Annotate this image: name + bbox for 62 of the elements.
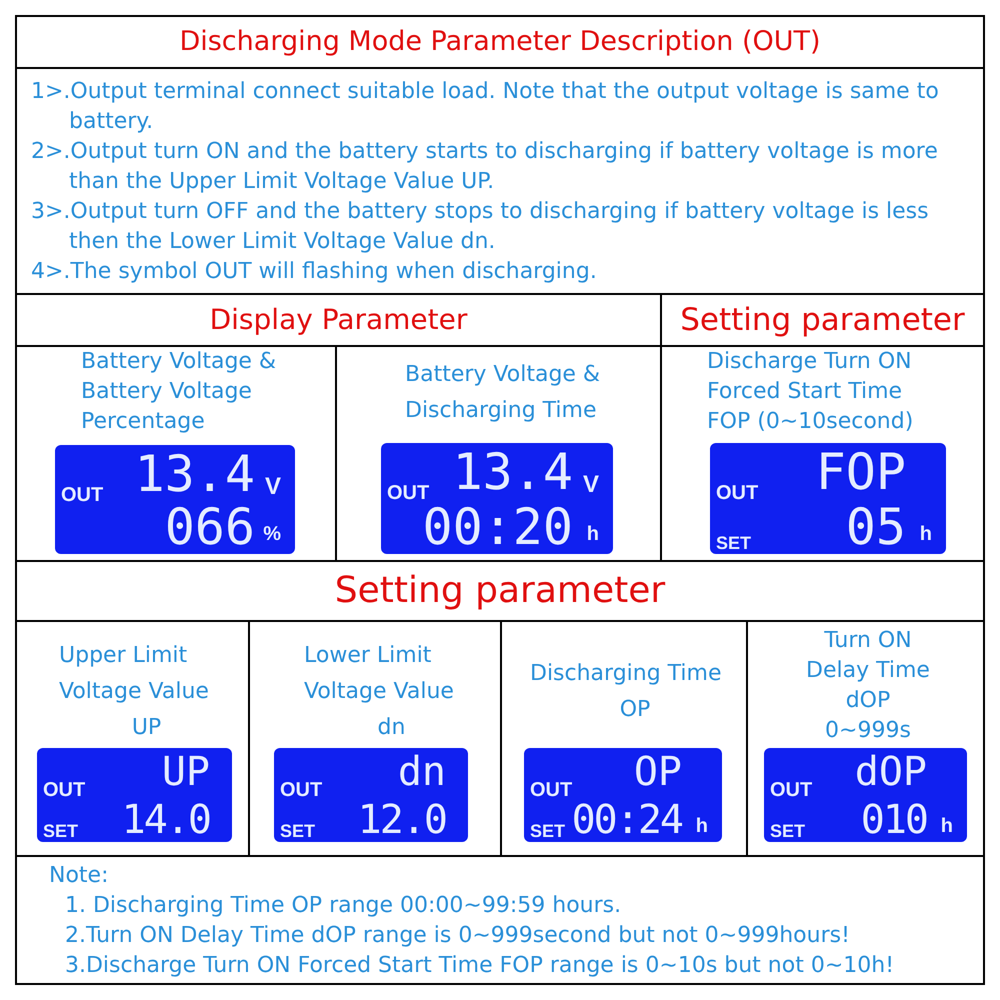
- lcd-indicator: SET: [716, 534, 752, 552]
- lcd-digits: 13.4: [452, 447, 573, 497]
- lcd-indicator: OUT: [530, 780, 572, 800]
- lcd-indicator: OUT: [280, 780, 322, 800]
- lcd-screen: [55, 445, 295, 554]
- note-heading: Note:: [49, 862, 110, 890]
- instruction-text: 3>.Output turn OFF and the battery stops to discharging if battery voltage is less then the Lower Limit Voltage Value dn.: [31, 198, 930, 256]
- title-heading: Discharging Mode Parameter Description (OUT): [15, 15, 985, 69]
- parameter-code: 0~999s: [824, 717, 912, 745]
- lcd-unit: V: [264, 475, 281, 499]
- description-panel: [15, 67, 985, 295]
- lcd-indicator: OUT: [770, 780, 812, 800]
- lcd-indicator: SET: [43, 822, 78, 840]
- lcd-digits: 14.0: [122, 800, 210, 840]
- lcd-digits: 00:20: [422, 502, 573, 552]
- instruction-text: 1>.Output terminal connect suitable load. Note that the output voltage is same to battery.: [31, 78, 940, 136]
- lcd-indicator: OUT: [716, 483, 758, 503]
- lcd-digits: dn: [398, 752, 446, 792]
- lcd-screen: [764, 748, 967, 842]
- lcd-screen: [274, 748, 468, 842]
- parameter-code: OP: [618, 696, 652, 724]
- lcd-indicator: SET: [280, 822, 316, 840]
- lcd-digits: 010: [860, 800, 927, 840]
- parameter-label: Battery Voltage & Battery Voltage Percentage: [81, 348, 278, 436]
- lcd-digits: UP: [162, 752, 210, 792]
- lcd-digits: OP: [634, 752, 682, 792]
- parameter-code: dOP: [844, 687, 892, 715]
- lcd-indicator: OUT: [43, 780, 86, 800]
- lcd-digits: dOP: [854, 752, 927, 792]
- note-text: 3.Discharge Turn ON Forced Start Time FOP range is 0~10s but not 0~10h!: [64, 952, 896, 980]
- lcd-indicator: SET: [530, 822, 566, 840]
- parameter-label: Discharging Time: [530, 660, 723, 688]
- lcd-unit: h: [586, 524, 599, 544]
- note-text: 1. Discharging Time OP range 00:00~99:59 hours.: [64, 892, 622, 920]
- lcd-unit: %: [263, 524, 281, 544]
- lcd-digits: 05: [846, 502, 906, 552]
- parameter-label: Battery Voltage & Discharging Time: [405, 361, 602, 425]
- instruction-text: 4>.The symbol OUT will flashing when discharging.: [31, 258, 598, 286]
- note-text: 2.Turn ON Delay Time dOP range is 0~999second but not 0~999hours!: [64, 922, 851, 950]
- section-heading: Setting parameter: [15, 560, 985, 622]
- lcd-digits: 12.0: [358, 800, 446, 840]
- lcd-unit: V: [582, 473, 599, 497]
- parameter-code: dn: [376, 714, 406, 742]
- lcd-indicator: OUT: [387, 483, 430, 503]
- lcd-digits: 13.4: [134, 449, 255, 499]
- note-panel: [15, 855, 985, 985]
- parameter-label: Discharge Turn ON Forced Start Time FOP (0~10second): [707, 348, 914, 436]
- lcd-unit: h: [920, 524, 932, 544]
- lcd-unit: h: [696, 816, 708, 836]
- lcd-indicator: OUT: [61, 485, 104, 505]
- lcd-screen: [524, 748, 722, 842]
- parameter-label: Upper Limit Voltage Value: [59, 642, 210, 706]
- lcd-unit: h: [940, 816, 953, 836]
- instruction-text: 2>.Output turn ON and the battery starts to discharging if battery voltage is more than the Upper Limit Voltage Value UP.: [31, 138, 939, 196]
- lcd-digits: 066: [164, 502, 255, 552]
- lcd-screen: [381, 443, 613, 554]
- lcd-digits: 00:24: [572, 800, 682, 840]
- parameter-code: UP: [130, 714, 162, 742]
- lcd-screen: [710, 443, 946, 554]
- lcd-digits: FOP: [816, 447, 906, 497]
- lcd-screen: [37, 748, 232, 842]
- lcd-indicator: SET: [770, 822, 806, 840]
